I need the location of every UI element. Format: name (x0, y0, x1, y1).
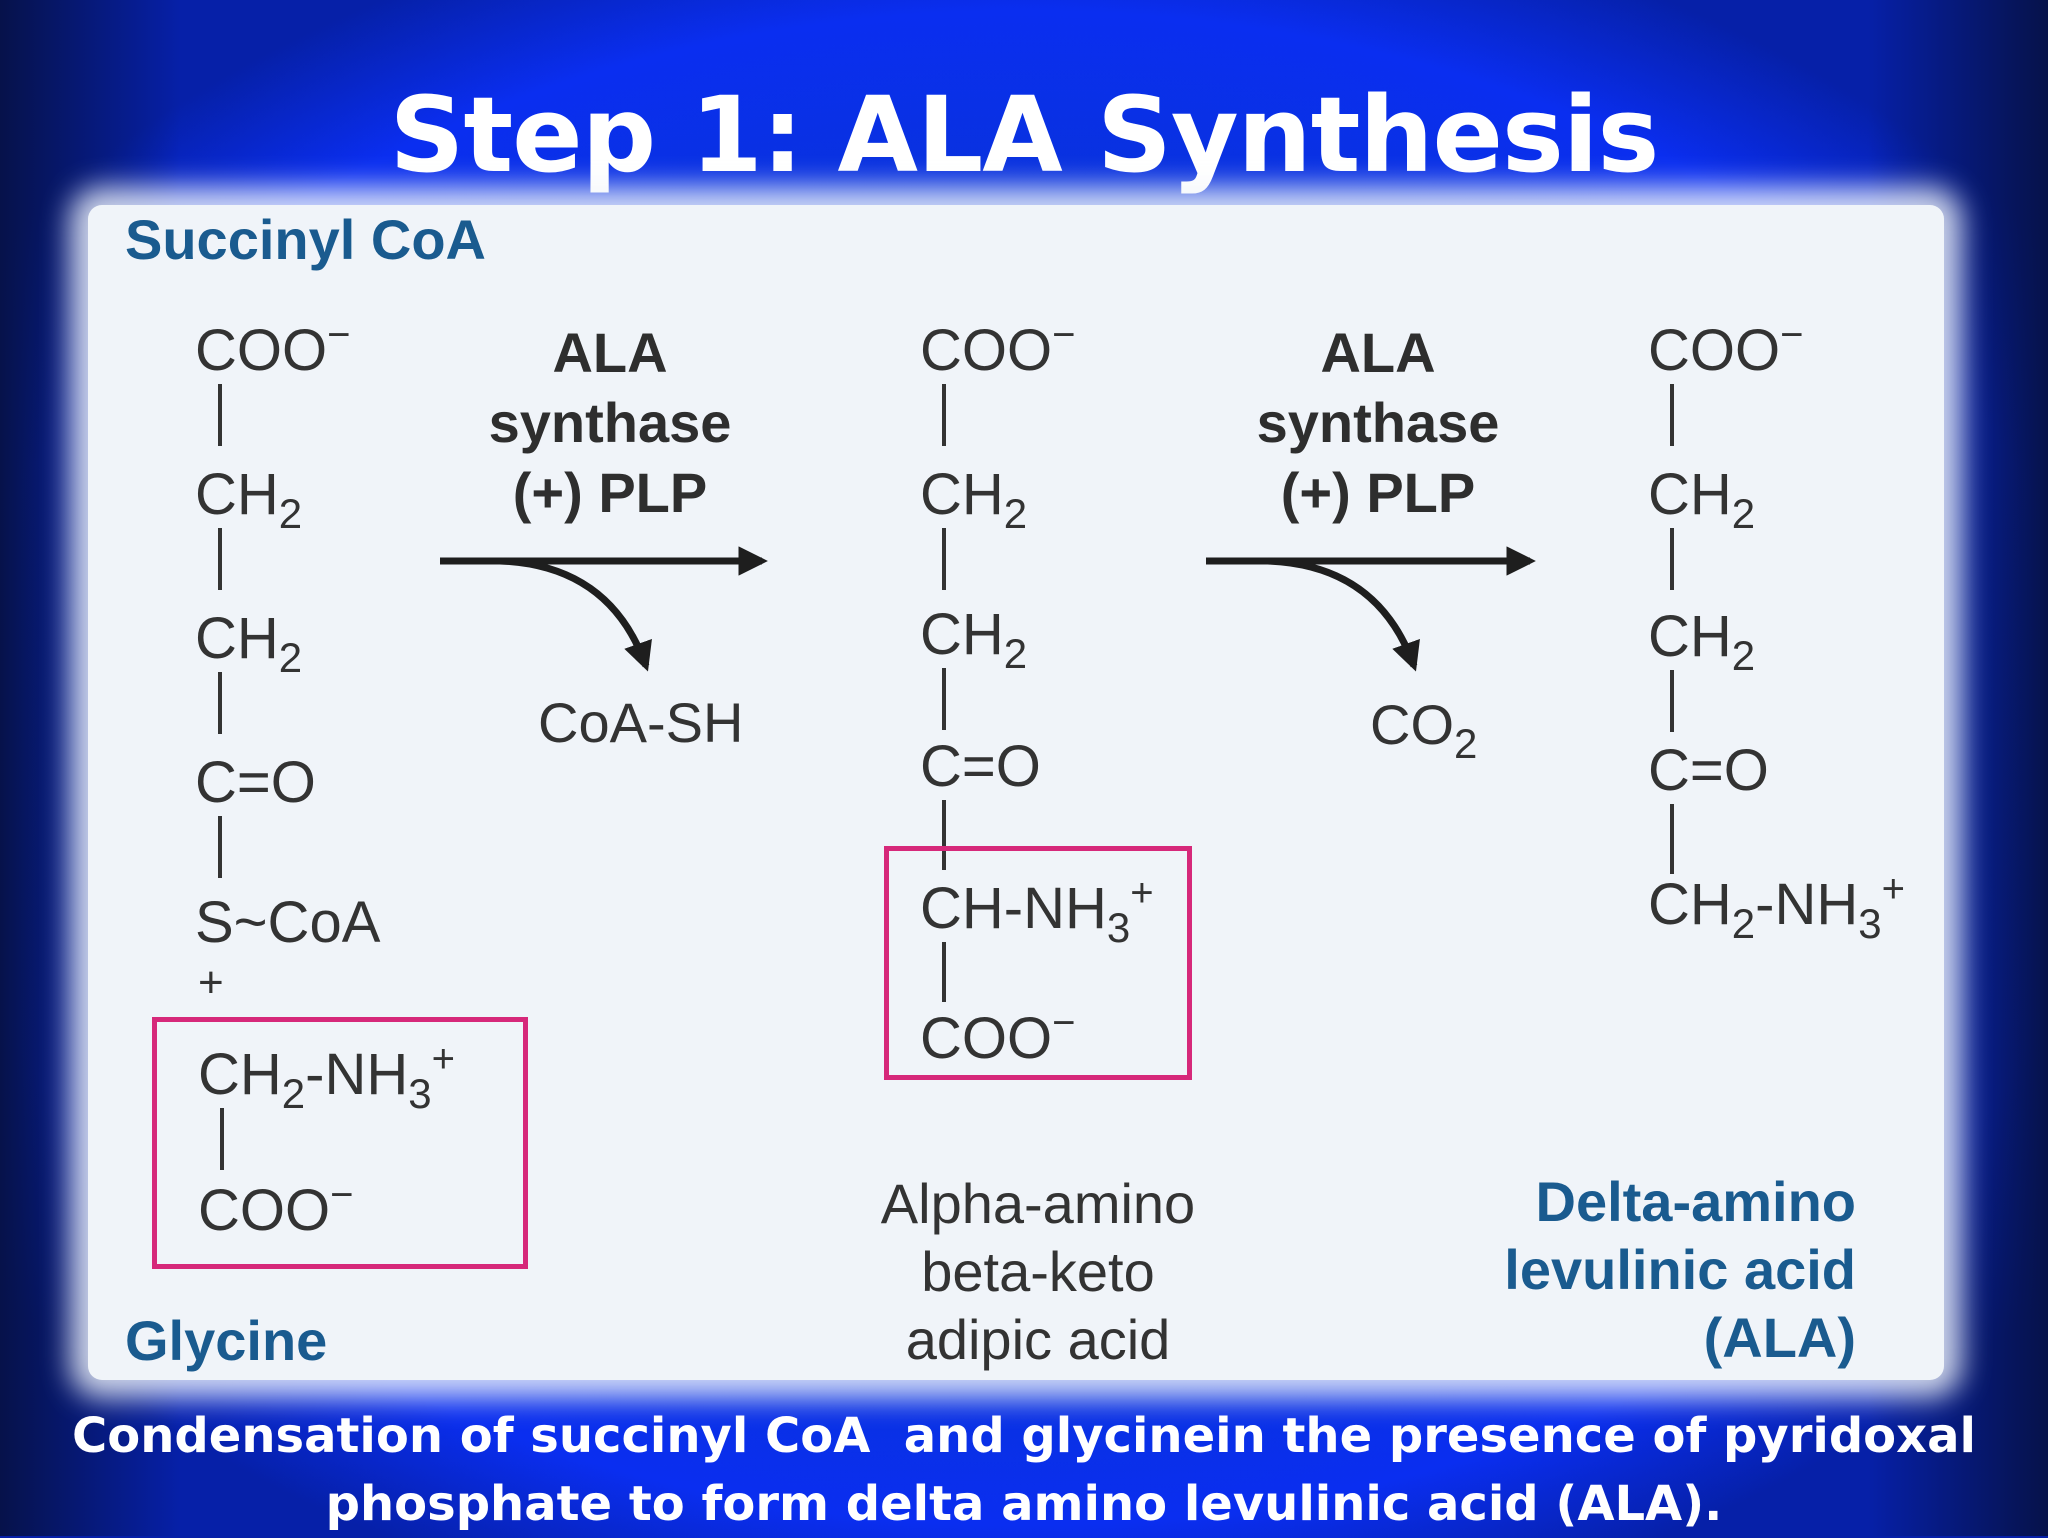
step1-enzyme-line: synthase (488, 391, 732, 454)
succinyl-thioester: S~CoA (195, 890, 381, 955)
succinyl-coa-label: Succinyl CoA (125, 208, 486, 271)
bond (218, 528, 222, 590)
glycine-carboxylate: COO− (198, 1173, 354, 1243)
bond (1670, 528, 1674, 590)
bond (1670, 804, 1674, 874)
plus-sign: + (198, 958, 224, 1007)
glycine-amine: CH2-NH3+ (198, 1037, 455, 1117)
step2-enzyme-line: (+) PLP (1280, 461, 1476, 524)
ala-ch2-a: CH2 (1648, 462, 1756, 537)
succinyl-carbonyl: C=O (195, 750, 316, 815)
succinyl-ch2-b: CH2 (195, 606, 303, 681)
intermediate-carboxylate-top: COO− (920, 313, 1076, 383)
ala-name-line: (ALA) (1703, 1306, 1856, 1369)
ala-carboxylate: COO− (1648, 313, 1804, 383)
step2-enzyme-line: ALA (1320, 321, 1436, 384)
reaction-diagram-panel (88, 205, 1944, 1380)
bond (220, 1108, 224, 1170)
step2-release-arrow (1267, 557, 1420, 672)
intermediate-carbonyl: C=O (920, 734, 1041, 799)
bond (942, 668, 946, 730)
intermediate-name-line: Alpha-amino (880, 1172, 1196, 1235)
intermediate-ch2-a: CH2 (920, 462, 1028, 537)
bond (1670, 670, 1674, 732)
ala-ch2-b: CH2 (1648, 604, 1756, 679)
step2-enzyme-line: synthase (1256, 391, 1500, 454)
step1-enzyme: ALA synthase (+) PLP (460, 318, 760, 528)
step1-byproduct: CoA-SH (538, 691, 744, 754)
step2-byproduct: CO2 (1370, 693, 1478, 767)
intermediate-name-line: adipic acid (905, 1308, 1171, 1371)
succinyl-carboxylate: COO− (195, 313, 351, 383)
ala-name: Delta-amino levulinic acid (ALA) (1386, 1168, 1856, 1372)
ala-amine: CH2-NH3+ (1648, 867, 1905, 947)
intermediate-name: Alpha-amino beta-keto adipic acid (838, 1170, 1238, 1374)
slide-title: Step 1: ALA Synthesis (389, 74, 1660, 196)
step2-enzyme: ALA synthase (+) PLP (1228, 318, 1528, 528)
bond (218, 672, 222, 734)
intermediate-ch2-b: CH2 (920, 602, 1028, 677)
bond (942, 942, 946, 1002)
intermediate-carboxylate-bottom: COO− (920, 1001, 1076, 1071)
step1-release-arrow (499, 557, 652, 672)
intermediate-highlight-box (884, 846, 1192, 1080)
glycine-highlight-box (152, 1017, 528, 1269)
ala-name-line: Delta-amino (1535, 1170, 1857, 1233)
ala-name-line: levulinic acid (1504, 1238, 1856, 1301)
step1-enzyme-line: (+) PLP (512, 461, 708, 524)
bond (942, 800, 946, 870)
caption-line: phosphate to form delta amino levulinic … (325, 1476, 1723, 1532)
intermediate-amine: CH-NH3+ (920, 871, 1154, 951)
bond (942, 528, 946, 590)
caption-line: Condensation of succinyl CoA and glycine… (72, 1408, 1976, 1464)
bond (1670, 384, 1674, 446)
slide-caption: Condensation of succinyl CoA and glycine… (0, 1402, 2048, 1538)
bond (218, 816, 222, 878)
bond (942, 384, 946, 446)
bond (218, 384, 222, 446)
glycine-label: Glycine (125, 1309, 328, 1372)
step1-enzyme-line: ALA (552, 321, 668, 384)
intermediate-name-line: beta-keto (921, 1240, 1155, 1303)
succinyl-ch2-a: CH2 (195, 462, 303, 537)
ala-carbonyl: C=O (1648, 738, 1769, 803)
